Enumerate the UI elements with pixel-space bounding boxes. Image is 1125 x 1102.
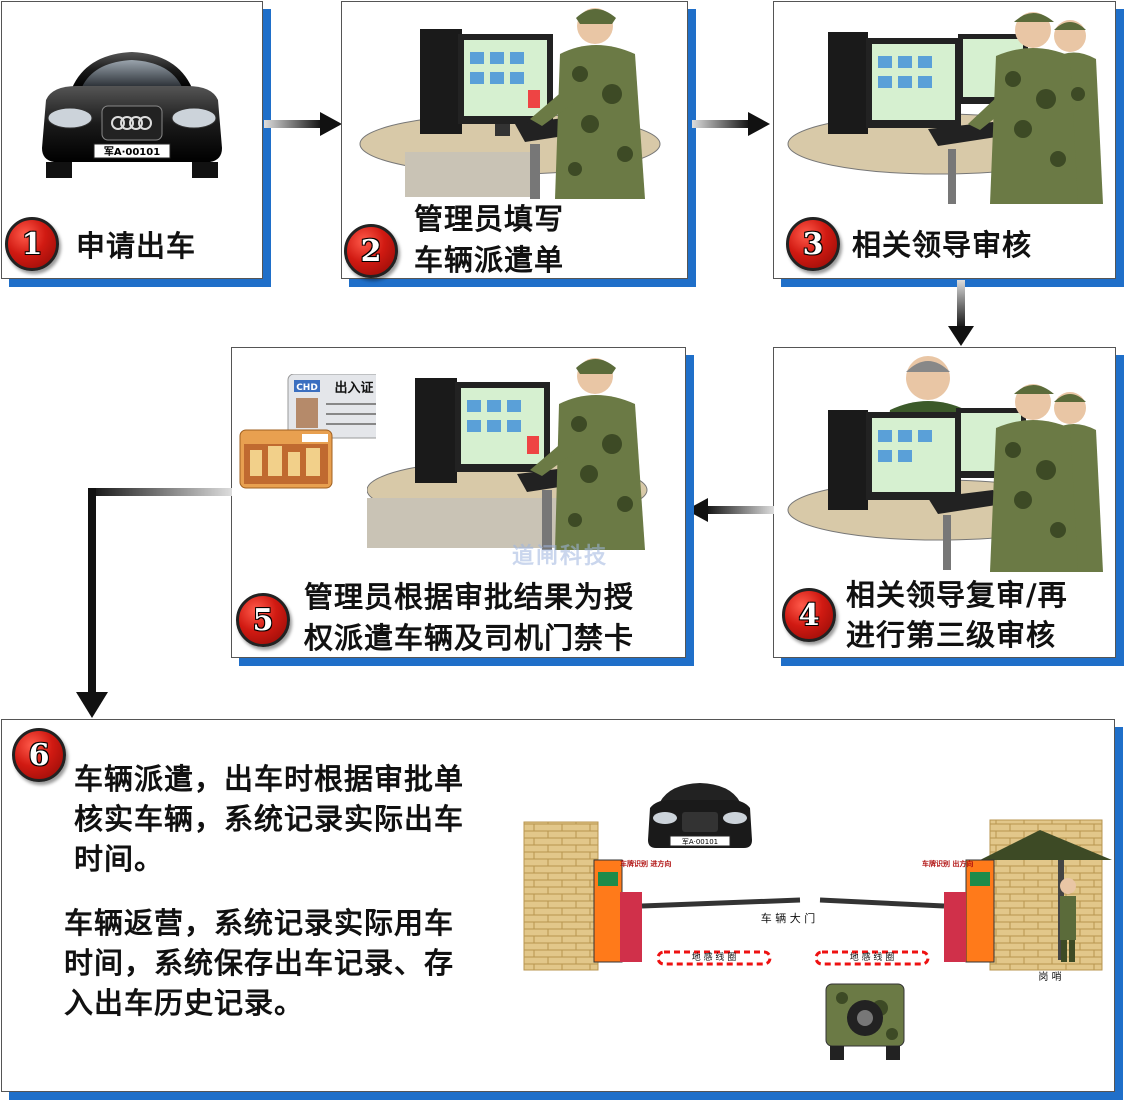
gate-car-plate: 军A·00101 <box>682 838 718 846</box>
plate-text: 军A·00101 <box>104 146 160 158</box>
step-1-badge: 1 <box>5 217 59 271</box>
step-2-line2: 车辆派遣单 <box>414 243 565 277</box>
reader-right-label: 车牌识别 出方向 <box>922 859 973 868</box>
reader-left-label: 车牌识别 进方向 <box>620 859 671 868</box>
step-3-badge: 3 <box>786 217 840 271</box>
final-review-illustration <box>787 356 1103 572</box>
card-title: 出入证 <box>334 380 373 396</box>
step-6-para2-line1: 车辆返营，系统记录实际用车 <box>64 906 455 940</box>
step-6-para1-line2: 核实车辆，系统记录实际出车 <box>74 802 465 836</box>
step-4-badge: 4 <box>782 588 836 642</box>
vehicle-gate-scene: 岗 哨 车牌识别 进方向 车牌识别 出方向 车 辆 大 门 地 感 线 圈 地 … <box>523 783 1112 1060</box>
step-4-panel: 4 相关领导复审/再 进行第三级审核 <box>773 347 1116 658</box>
step-6-badge: 6 <box>12 728 66 782</box>
arrow-5-to-6 <box>76 488 232 718</box>
car-illustration: 军A·00101 <box>42 52 222 178</box>
step-2-panel: 2 管理员填写 车辆派遣单 <box>341 1 688 279</box>
operator-workstation-illustration <box>359 8 661 199</box>
sentry-label: 岗 哨 <box>1038 970 1061 983</box>
gate-label: 车 辆 大 门 <box>761 911 816 925</box>
watermark: 道闸科技 <box>512 544 609 569</box>
step-1-panel: 军A·00101 1 申请出车 <box>1 1 263 279</box>
review-workstation-illustration <box>787 12 1103 204</box>
step-5-badge: 5 <box>236 593 290 647</box>
step-4-line2: 进行第三级审核 <box>846 618 1057 652</box>
step-5-line2: 权派遣车辆及司机门禁卡 <box>304 621 635 655</box>
step-5-line1: 管理员根据审批结果为授 <box>304 580 635 614</box>
step-6-para2-line3: 入出车历史记录。 <box>64 986 305 1020</box>
step-5-panel: CHD 出入证 5 管理员根据审批结果为授 权派遣车辆及司机门禁卡 <box>231 347 686 658</box>
step-2-badge: 2 <box>344 224 398 278</box>
arrow-4-to-5 <box>686 498 774 522</box>
step-3-label: 相关领导审核 <box>852 228 1033 262</box>
arrow-3-to-4 <box>948 280 974 346</box>
step-2-line1: 管理员填写 <box>414 202 565 236</box>
access-card-illustration: CHD 出入证 <box>239 374 376 489</box>
step-6-panel: 6 车辆派遣，出车时根据审批单 核实车辆，系统记录实际出车 时间。 车辆返营，系… <box>1 719 1115 1092</box>
step-3-panel: 3 相关领导审核 <box>773 1 1116 279</box>
admin-workstation-illustration <box>367 358 648 550</box>
step-6-para2-line2: 时间，系统保存出车记录、存 <box>64 946 455 980</box>
step-4-line1: 相关领导复审/再 <box>846 578 1068 612</box>
loop-left-label: 地 感 线 圈 <box>692 951 737 963</box>
step-6-para1-line1: 车辆派遣，出车时根据审批单 <box>74 762 465 796</box>
step-6-para1-line3: 时间。 <box>74 842 165 876</box>
arrow-2-to-3 <box>692 112 770 136</box>
card-logo: CHD <box>296 383 318 393</box>
step-1-label: 申请出车 <box>76 229 197 263</box>
loop-right-label: 地 感 线 圈 <box>850 951 895 963</box>
arrow-1-to-2 <box>264 112 342 136</box>
